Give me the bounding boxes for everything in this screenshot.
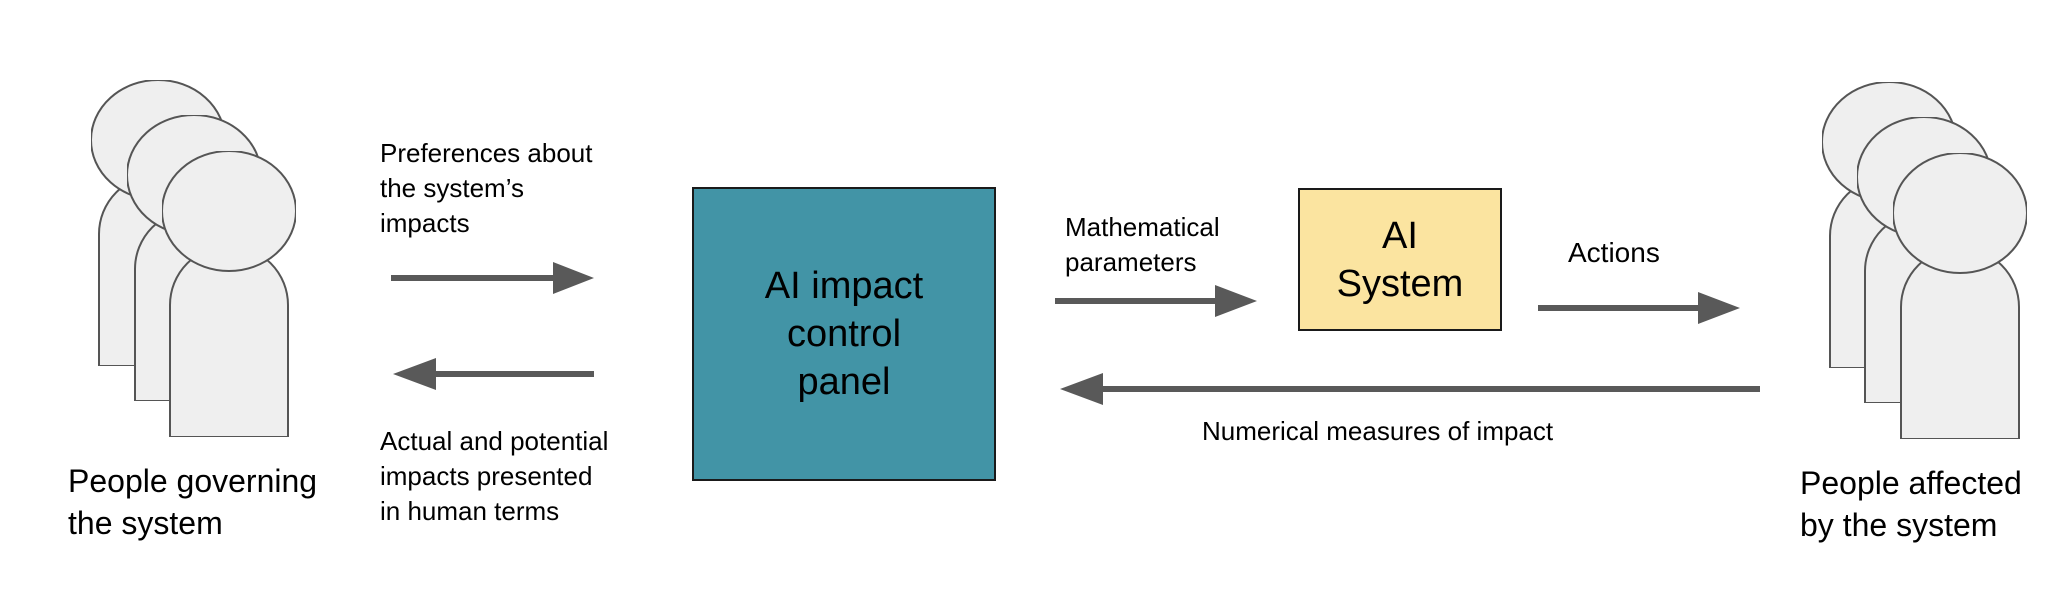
parameters-label-line: parameters: [1065, 247, 1197, 277]
people-governing-label-line: People governing: [68, 463, 318, 499]
panel-title-line: panel: [797, 361, 891, 403]
people-governing-icon: [91, 80, 296, 437]
panel-title: AI impact control panel: [765, 262, 923, 406]
panel-title-line: AI impact: [764, 265, 924, 307]
impacts-presented-label-line: Actual and potential: [380, 426, 609, 456]
measures-label-line: Numerical measures of impact: [1202, 416, 1554, 446]
people-affected-label-line: by the system: [1800, 507, 1998, 543]
actions-label-line: Actions: [1568, 237, 1660, 268]
panel-title-line: control: [786, 313, 902, 355]
people-governing-label: People governing the system: [68, 460, 317, 544]
parameters-label-line: Mathematical: [1065, 212, 1220, 242]
impacts-presented-arrow: [393, 358, 594, 390]
preferences-label: Preferences about the system’s impacts: [380, 136, 592, 241]
measures-label: Numerical measures of impact: [1202, 414, 1553, 449]
people-affected-label: People affected by the system: [1800, 462, 2022, 546]
people-affected-icon: [1822, 82, 2027, 439]
impacts-presented-label-line: in human terms: [380, 496, 560, 526]
measures-arrow: [1060, 373, 1760, 405]
parameters-arrow: [1055, 285, 1257, 317]
parameters-label: Mathematical parameters: [1065, 210, 1220, 280]
people-affected-label-line: People affected: [1800, 465, 2022, 501]
preferences-label-line: Preferences about: [380, 138, 593, 168]
impacts-presented-label-line: impacts presented: [380, 461, 593, 491]
ai-impact-control-panel-box: AI impact control panel: [692, 187, 996, 481]
preferences-arrow: [391, 262, 594, 294]
preferences-label-line: the system’s: [380, 173, 525, 203]
ai-system-title-line: AI: [1382, 214, 1418, 257]
impacts-presented-label: Actual and potential impacts presented i…: [380, 424, 608, 529]
people-governing-label-line: the system: [68, 505, 223, 541]
actions-label: Actions: [1568, 235, 1660, 270]
preferences-label-line: impacts: [380, 208, 470, 238]
ai-system-title-line: System: [1336, 262, 1464, 305]
ai-system-box: AI System: [1298, 188, 1502, 331]
ai-system-title: AI System: [1337, 212, 1464, 308]
actions-arrow: [1538, 292, 1740, 324]
